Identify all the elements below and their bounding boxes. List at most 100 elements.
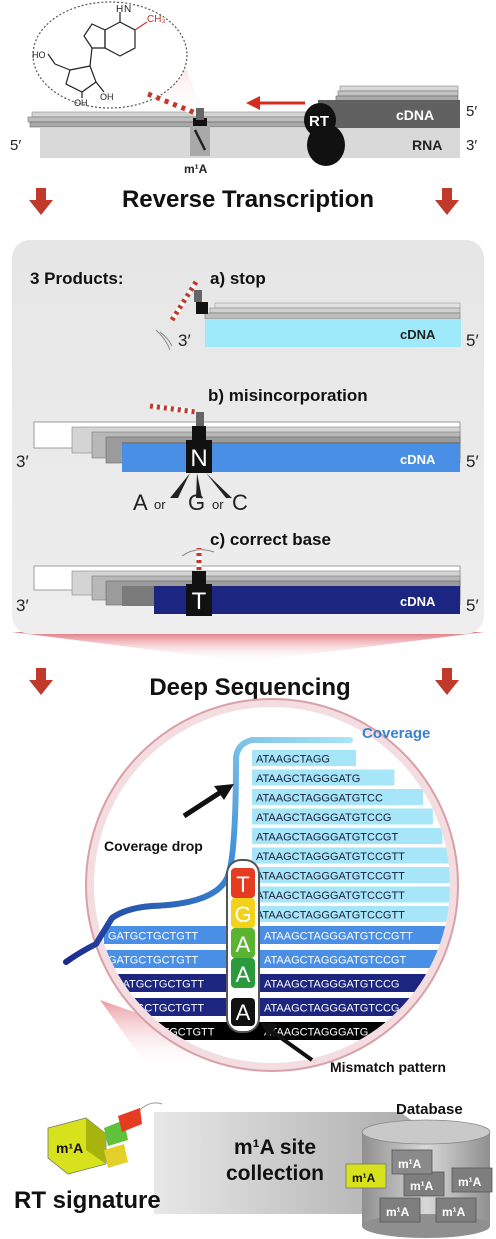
product-b-5prime: 5′	[466, 452, 479, 471]
m1a-site-label: m¹A	[184, 162, 208, 176]
read-bar	[252, 886, 450, 903]
column-base-1: T	[236, 872, 249, 897]
read-alignment: ATAAGCTAGGATAAGCTAGGGATGATAAGCTAGGGATGTC…	[94, 750, 450, 1040]
read-bar	[252, 789, 424, 805]
panel-funnel	[12, 632, 484, 662]
step-reverse-transcription: Reverse Transcription	[122, 186, 374, 213]
oh-label-1: OH	[74, 98, 88, 108]
read-bar	[252, 808, 433, 825]
coverage-label: Coverage	[362, 725, 430, 742]
read-sequence: ATAAGCTAGG	[256, 754, 330, 766]
rt-scheme: H N CH₃ HO OH OH cDNA RNA 5′ 5′ 3′ m¹A	[10, 1, 477, 176]
product-b-3prime: 3′	[16, 452, 29, 471]
coverage-drop-label: Coverage drop	[104, 838, 203, 854]
column-base-4: A	[236, 962, 251, 987]
cdna-bar-b	[122, 444, 460, 472]
read-bar	[252, 867, 450, 883]
oh-label-2: OH	[100, 92, 114, 102]
arrow-left-1	[29, 188, 53, 215]
cdna-label-b: cDNA	[400, 452, 436, 467]
alt-base-g: G	[188, 490, 205, 515]
read-sequence: ATAAGCTAGGGATGTCCGTT	[256, 851, 405, 863]
db-mod-1: m¹A	[352, 1171, 376, 1185]
mismatch-column: T G A A A	[226, 859, 260, 1033]
methyl-label: CH₃	[147, 14, 166, 25]
product-a-label: a) stop	[210, 269, 266, 288]
rt-enzyme	[304, 103, 336, 137]
db-mod-5: m¹A	[442, 1205, 466, 1219]
read-bar	[94, 998, 450, 1016]
rna-3prime: 3′	[466, 137, 477, 154]
cdna-strand	[318, 100, 460, 128]
reads-light: ATAAGCTAGG ATAAGCTAGGGATG ATAAGCTAGGGATGTC…	[252, 750, 450, 922]
db-mod-3: m¹A	[458, 1175, 482, 1189]
read-left-sequence: GATGCTGCTGTT	[108, 931, 199, 943]
cdna-5prime: 5′	[466, 103, 477, 120]
step-deep-sequencing: Deep Sequencing	[149, 674, 350, 701]
rna-strand	[40, 128, 460, 158]
arrow-right-1	[435, 188, 459, 215]
read-sequence: ATAAGCTAGGGATGTCCG	[256, 812, 391, 824]
product-a-5prime: 5′	[466, 331, 479, 350]
rt-label: RT	[309, 113, 329, 130]
rt-signature-label: RT signature	[14, 1187, 161, 1214]
read-sequence: ATAAGCTAGGGATGTCC	[256, 793, 383, 805]
ho-label: HO	[32, 50, 46, 60]
product-c-5prime: 5′	[466, 596, 479, 615]
read-sequence: ATAAGCTAGGGATGTCCGTT	[256, 890, 405, 902]
coverage-line	[63, 737, 353, 965]
product-b-misincorporation: cDNA N	[33, 403, 461, 498]
read-bar	[252, 847, 450, 864]
cdna-label-a: cDNA	[400, 327, 436, 342]
column-base-3: A	[236, 932, 251, 957]
or-word-2: or	[212, 497, 224, 512]
read-bar	[252, 769, 395, 786]
reads-lower: GATGCTGCTGTT ATAAGCTAGGGATGTCCGTT GATGCTGC…	[94, 926, 450, 1040]
or-word-1: or	[154, 497, 166, 512]
arrow-right-2	[435, 668, 459, 695]
alt-base-a: A	[133, 490, 148, 515]
db-mod-6: m¹A	[398, 1157, 422, 1171]
rt-signature-mod: m¹A	[56, 1140, 83, 1156]
amine-n: N	[124, 4, 131, 15]
cdna-bar-a	[205, 319, 461, 347]
read-left-sequence: GATGCTGCTGTT	[108, 955, 199, 967]
product-c-label: c) correct base	[210, 530, 331, 549]
product-b-label: b) misincorporation	[208, 386, 368, 405]
m1a-structure	[47, 12, 148, 98]
mis-base: N	[190, 445, 207, 472]
alt-base-c: C	[232, 490, 248, 515]
read-sequence: ATAAGCTAGGGATGTCCGTT	[256, 910, 405, 922]
read-right-sequence: ATAAGCTAGGGATG	[264, 1027, 368, 1039]
read-bar	[104, 950, 450, 968]
column-base-2: G	[234, 902, 251, 927]
correct-base: T	[192, 588, 207, 615]
cdna-label-c: cDNA	[400, 594, 436, 609]
product-c-correct-base: cDNA T	[33, 548, 461, 616]
read-right-sequence: ATAAGCTAGGGATGTCCGTT	[264, 931, 413, 943]
site-collection-line2: collection	[226, 1162, 324, 1185]
products-heading: 3 Products:	[30, 269, 124, 288]
molecule-bubble	[32, 1, 188, 109]
read-right-sequence: ATAAGCTAGGGATGTCCG	[264, 979, 399, 991]
product-a-stop: cDNA	[155, 280, 461, 351]
read-bar	[104, 926, 450, 944]
read-bar	[252, 750, 356, 766]
database-cubes	[345, 1149, 493, 1223]
read-bar	[94, 974, 450, 992]
read-sequence: ATAAGCTAGGGATG	[256, 773, 360, 785]
column-base-5: A	[236, 1000, 251, 1025]
product-c-3prime: 3′	[16, 596, 29, 615]
mismatch-arrow	[268, 1028, 314, 1062]
read-right-sequence: ATAAGCTAGGGATGTCCG	[264, 1003, 399, 1015]
read-sequence: ATAAGCTAGGGATGTCCGT	[256, 832, 398, 844]
product-a-3prime: 3′	[178, 331, 191, 350]
rna-5prime: 5′	[10, 137, 21, 154]
mismatch-label: Mismatch pattern	[330, 1059, 446, 1075]
arrow-left-2	[29, 668, 53, 695]
wrench-icon	[193, 129, 207, 151]
site-collection-line1: m¹A site	[234, 1136, 316, 1159]
read-right-sequence: ATAAGCTAGGGATGTCCGT	[264, 955, 406, 967]
db-mod-2: m¹A	[410, 1179, 434, 1193]
